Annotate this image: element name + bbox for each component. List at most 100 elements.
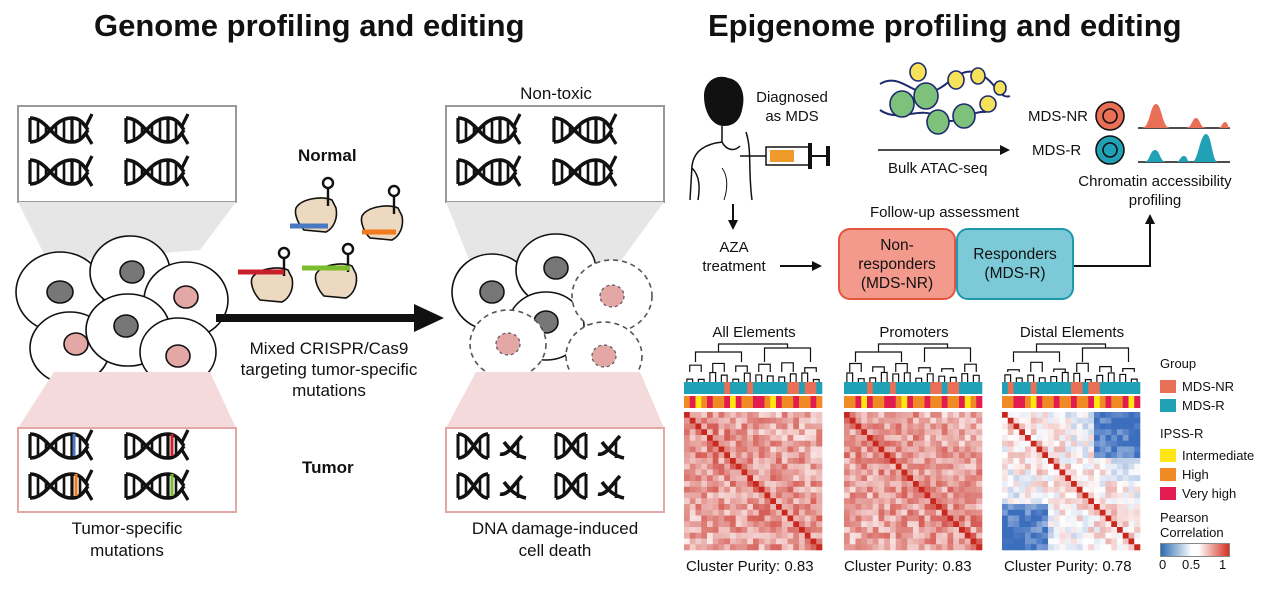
heatmap-cell <box>1065 417 1072 424</box>
heatmap-cell <box>799 469 806 476</box>
heatmap-cell <box>735 481 742 488</box>
heatmap-cell <box>776 452 783 459</box>
heatmap-cell <box>695 412 702 419</box>
heatmap-cell <box>970 504 977 511</box>
heatmap-cell <box>1002 435 1009 442</box>
heatmap-cell <box>1099 429 1106 436</box>
heatmap-cell <box>1071 504 1078 511</box>
heatmap-cell <box>890 538 897 545</box>
heatmap-cell <box>970 440 977 447</box>
heatmap-cell <box>718 412 725 419</box>
group-annotation-cell <box>976 382 983 394</box>
heatmap-cell <box>924 475 931 482</box>
ipss-annotation-cell <box>1134 396 1141 408</box>
heatmap-cell <box>1053 498 1060 505</box>
heatmap-cell <box>1007 458 1014 465</box>
heatmap-cell <box>695 417 702 424</box>
non-toxic-label: Non-toxic <box>520 84 592 103</box>
heatmap-cell <box>924 486 931 493</box>
heatmap-cell <box>1030 486 1037 493</box>
heatmap-cell <box>1134 463 1141 470</box>
heatmap-cell <box>844 492 851 499</box>
heatmap-cell <box>724 463 731 470</box>
heatmap-cell <box>895 429 902 436</box>
heatmap-cell <box>1071 509 1078 516</box>
heatmap-cell <box>689 475 696 482</box>
group-annotation-cell <box>867 382 874 394</box>
ipss-annotation-cell <box>735 396 742 408</box>
heatmap-cell <box>793 452 800 459</box>
heatmap-cell <box>964 492 971 499</box>
heatmap-cell <box>1053 452 1060 459</box>
heatmap-cell <box>695 504 702 511</box>
heatmap-cell <box>884 481 891 488</box>
heatmap-cell <box>1122 515 1129 522</box>
heatmap-cell <box>1030 498 1037 505</box>
heatmap-cell <box>758 492 765 499</box>
heatmap-cell <box>764 440 771 447</box>
heatmap-cell <box>741 486 748 493</box>
ipss-annotation-cell <box>959 396 966 408</box>
heatmap-cell <box>907 452 914 459</box>
heatmap-cell <box>941 509 948 516</box>
heatmap-cell <box>1065 475 1072 482</box>
heatmap-cell <box>770 504 777 511</box>
heatmap-cell <box>878 429 885 436</box>
heatmap-cell <box>855 412 862 419</box>
heatmap-cell <box>1122 423 1129 430</box>
heatmap-cell <box>1013 452 1020 459</box>
heatmap-cell <box>901 440 908 447</box>
heatmap-cell <box>1048 446 1055 453</box>
right-title: Epigenome profiling and editing <box>708 8 1182 43</box>
heatmap-cell <box>787 521 794 528</box>
heatmap-cell <box>861 486 868 493</box>
heatmap-cell <box>816 538 823 545</box>
heatmap-cell <box>730 463 737 470</box>
heatmap-cell <box>758 521 765 528</box>
heatmap-cell <box>701 504 708 511</box>
heatmap-cell <box>695 429 702 436</box>
heatmap-cell <box>730 504 737 511</box>
heatmap-cell <box>724 538 731 545</box>
heatmap-cell <box>867 509 874 516</box>
heatmap-cell <box>804 498 811 505</box>
heatmap-cell <box>953 446 960 453</box>
heatmap-cell <box>735 504 742 511</box>
chromatin-line-2: profiling <box>1128 192 1182 209</box>
heatmap-cell <box>895 504 902 511</box>
heatmap-cell <box>695 463 702 470</box>
heatmap-cell <box>799 435 806 442</box>
heatmap-cell <box>724 429 731 436</box>
ipss-annotation-cell <box>1099 396 1106 408</box>
heatmap-cell <box>895 463 902 470</box>
heatmap-cell <box>1053 423 1060 430</box>
heatmap-cell <box>1053 435 1060 442</box>
heatmap-cell <box>1053 515 1060 522</box>
heatmap-cell <box>810 498 817 505</box>
heatmap-cell <box>1059 498 1066 505</box>
heatmap-cell <box>1042 504 1049 511</box>
heatmap-cell <box>1019 527 1026 534</box>
heatmap-cell <box>1071 412 1078 419</box>
ipss-annotation-cell <box>1094 396 1101 408</box>
heatmap-cell <box>799 538 806 545</box>
heatmap-cell <box>924 504 931 511</box>
heatmap-cell <box>1030 544 1037 551</box>
heatmap-cell <box>758 463 765 470</box>
heatmap-cell <box>1088 498 1095 505</box>
tumor-specific-line-2: mutations <box>90 541 164 560</box>
heatmap-cell <box>1007 527 1014 534</box>
heatmap-cell <box>964 412 971 419</box>
heatmap-cell <box>1059 458 1066 465</box>
heatmap-cell <box>959 504 966 511</box>
heatmap-cell <box>1128 509 1135 516</box>
heatmap-cell <box>747 527 754 534</box>
heatmap-cell <box>1134 538 1141 545</box>
group-annotation-cell <box>930 382 937 394</box>
heatmap-cell <box>787 412 794 419</box>
heatmap-cell <box>1082 544 1089 551</box>
heatmap-cell <box>1030 446 1037 453</box>
heatmap-cell <box>1013 521 1020 528</box>
heatmap-cell <box>764 463 771 470</box>
ipss-annotation-cell <box>730 396 737 408</box>
